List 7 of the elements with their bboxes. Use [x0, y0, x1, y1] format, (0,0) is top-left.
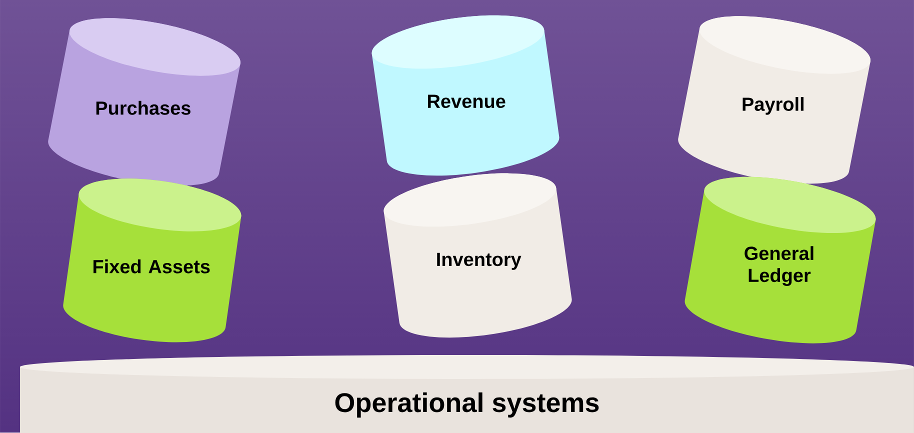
cylinder: Fixed Assets — [63, 178, 242, 342]
cylinder: General Ledger — [684, 176, 876, 344]
cylinder: Revenue — [372, 15, 560, 176]
cylinder: Payroll — [678, 16, 870, 184]
cylinder: Purchases — [48, 18, 240, 186]
platform: Operational systems — [20, 354, 914, 433]
cylinder: Inventory — [384, 173, 572, 338]
